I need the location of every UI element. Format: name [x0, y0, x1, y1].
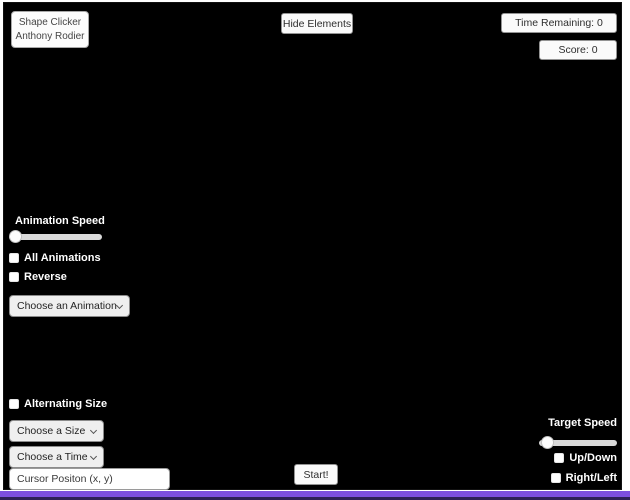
- up-down-row: Up/Down: [554, 452, 617, 464]
- up-down-label: Up/Down: [569, 452, 617, 464]
- target-speed-slider[interactable]: [539, 436, 617, 449]
- reverse-row: Reverse: [9, 271, 67, 283]
- animation-select[interactable]: Choose an Animation: [9, 295, 130, 317]
- cursor-position-input[interactable]: [9, 468, 170, 490]
- game-author: Anthony Rodier: [15, 30, 85, 42]
- alternating-size-checkbox[interactable]: [9, 399, 19, 409]
- animation-select-value: Choose an Animation: [17, 300, 117, 312]
- game-title-box: Shape Clicker Anthony Rodier: [11, 11, 89, 48]
- alternating-size-label: Alternating Size: [24, 398, 108, 410]
- animation-speed-label: Animation Speed: [15, 215, 105, 227]
- reverse-checkbox[interactable]: [9, 272, 19, 282]
- time-select-value: Choose a Time: [17, 451, 88, 463]
- all-animations-label: All Animations: [24, 252, 101, 264]
- size-select[interactable]: Choose a Size: [9, 420, 104, 442]
- up-down-checkbox[interactable]: [554, 453, 565, 463]
- hide-elements-button[interactable]: Hide Elements: [281, 13, 353, 34]
- animation-speed-slider-track[interactable]: [9, 233, 102, 240]
- size-select-value: Choose a Size: [17, 425, 86, 437]
- all-animations-checkbox[interactable]: [9, 253, 19, 263]
- chevron-down-icon: [115, 301, 124, 309]
- start-button[interactable]: Start!: [294, 464, 338, 485]
- right-left-row: Right/Left: [550, 472, 617, 484]
- target-speed-slider-track[interactable]: [539, 439, 617, 446]
- target-speed-slider-thumb[interactable]: [541, 436, 554, 449]
- chevron-down-icon: [89, 426, 98, 434]
- right-left-label: Right/Left: [565, 472, 617, 484]
- game-title: Shape Clicker: [18, 16, 82, 28]
- game-canvas[interactable]: Shape Clicker Anthony Rodier Hide Elemen…: [3, 2, 622, 490]
- alternating-size-row: Alternating Size: [9, 398, 107, 410]
- all-animations-row: All Animations: [9, 252, 101, 264]
- animation-speed-slider[interactable]: [9, 230, 102, 243]
- bottom-accent-bar: [0, 491, 630, 497]
- time-remaining-badge: Time Remaining: 0: [501, 13, 617, 33]
- reverse-label: Reverse: [24, 271, 67, 283]
- time-select[interactable]: Choose a Time: [9, 446, 104, 468]
- target-speed-label: Target Speed: [548, 417, 617, 429]
- bottom-accent-bar-dark: [0, 497, 630, 500]
- right-left-checkbox[interactable]: [550, 473, 561, 483]
- score-badge: Score: 0: [539, 40, 617, 60]
- chevron-down-icon: [89, 452, 98, 460]
- animation-speed-slider-thumb[interactable]: [9, 230, 22, 243]
